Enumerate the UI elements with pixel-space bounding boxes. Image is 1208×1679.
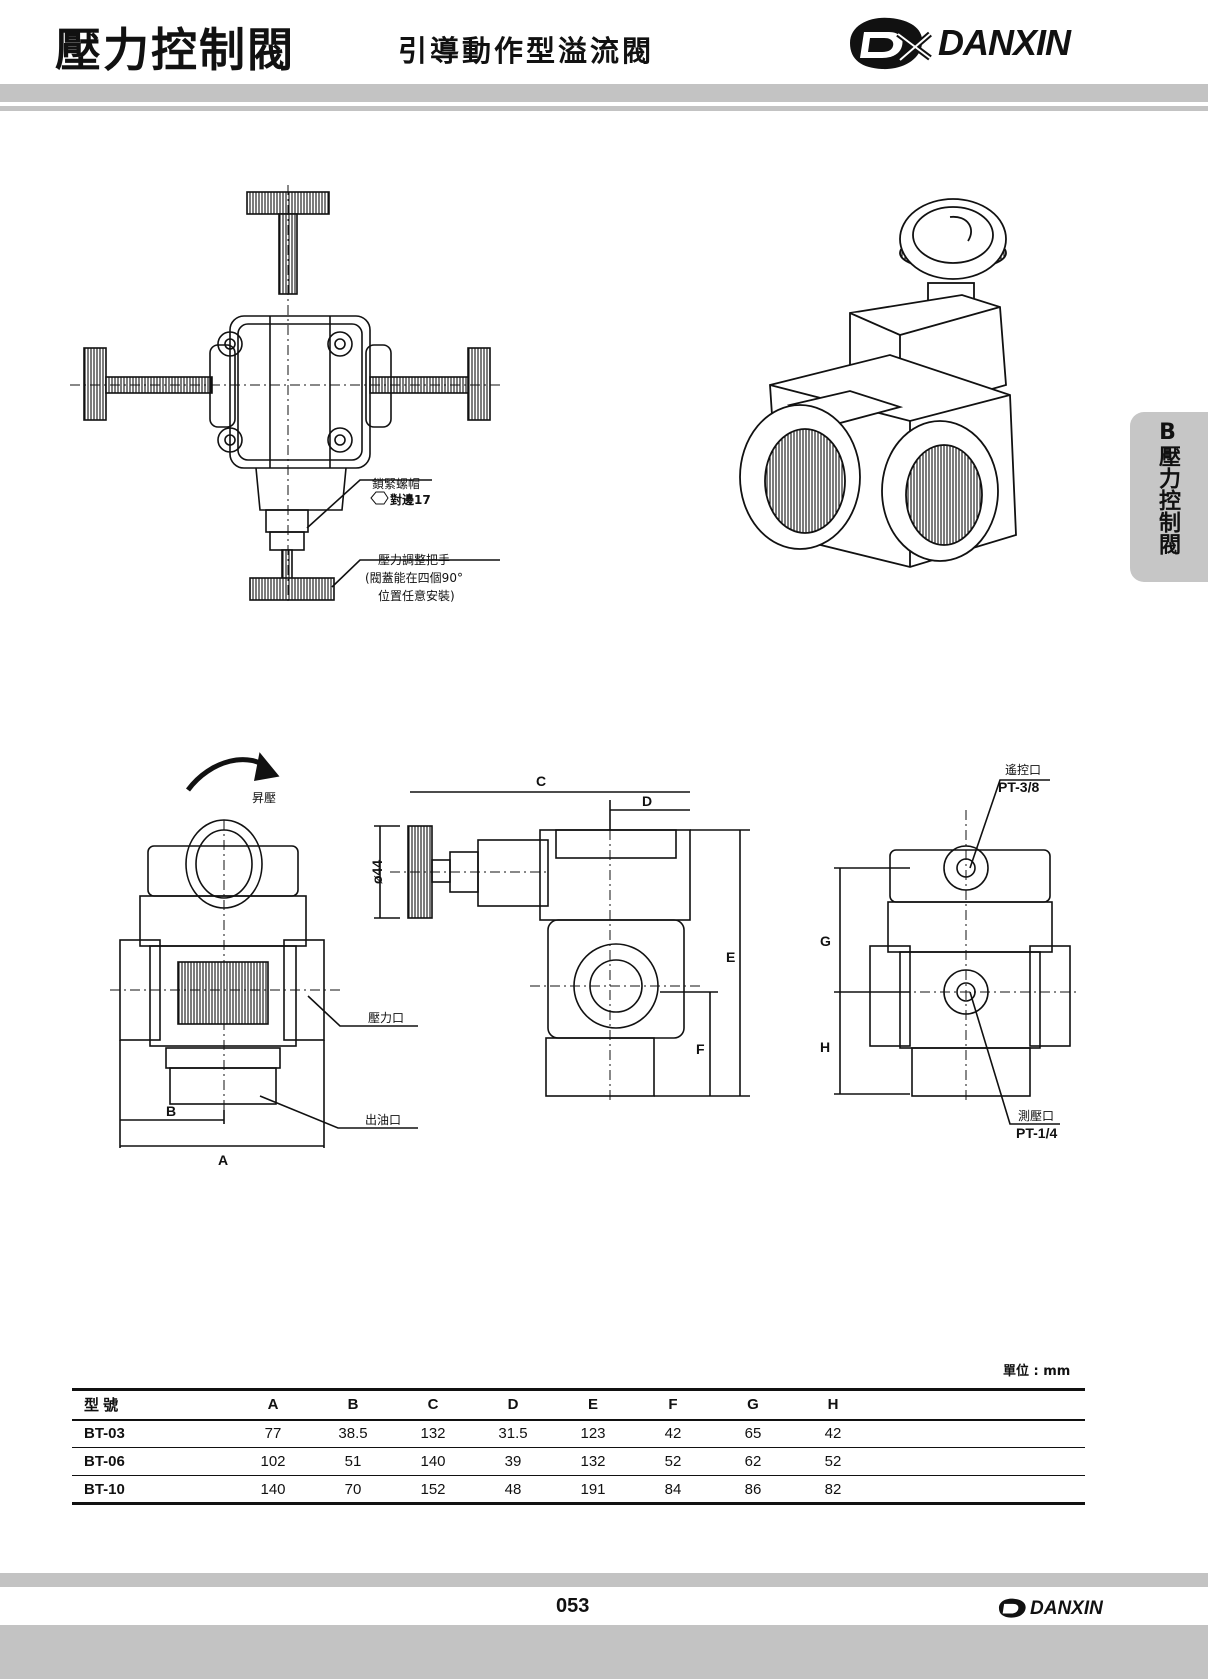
- table-header-cell: G: [747, 1396, 759, 1414]
- isometric-view-drawing: [739, 198, 1017, 568]
- outlet-port-label: 出油口: [365, 1113, 401, 1127]
- footer-logo-mark: [998, 1598, 1026, 1618]
- table-cell: 140: [420, 1453, 446, 1470]
- table-cell: 65: [744, 1425, 762, 1443]
- table-cell: 52: [824, 1453, 842, 1470]
- dimension-table: 型 號 A B C D E F G H BT-03 77 38.5 132 31…: [72, 1388, 1085, 1505]
- remote-port-label: 遙控口: [1005, 763, 1041, 777]
- dim-h-label: H: [820, 1039, 830, 1055]
- page-title: 壓力控制閥: [55, 23, 295, 77]
- unit-label: 單位 : mm: [1003, 1364, 1071, 1379]
- table-row: BT-03 77 38.5 132 31.5 123 42 65 42: [72, 1420, 1085, 1448]
- remote-thread-label: PT-3/8: [998, 779, 1039, 795]
- table-cell: 51: [344, 1453, 362, 1470]
- table-cell: 102: [260, 1453, 286, 1470]
- dim-e-label: E: [726, 949, 735, 965]
- section-tab: [1130, 412, 1208, 582]
- table-cell: 52: [664, 1453, 682, 1470]
- raise-pressure-label: 昇壓: [252, 791, 276, 805]
- table-cell: 38.5: [338, 1425, 368, 1443]
- footer-bottom-band: [0, 1625, 1208, 1679]
- pressure-port-label: 壓力口: [368, 1011, 404, 1025]
- section-tab-label: B壓力控制閥: [1155, 420, 1180, 555]
- table-header-cell: H: [827, 1396, 839, 1414]
- brand-logo-mark: [850, 17, 932, 70]
- table-header-cell: F: [668, 1396, 678, 1414]
- table-cell: 39: [504, 1453, 522, 1470]
- front-view-drawing: 昇壓 壓力口 出油口 B A: [110, 752, 418, 1168]
- table-cell: 86: [744, 1480, 762, 1498]
- table-header-cell: 型 號: [84, 1397, 119, 1415]
- table-row: BT-10 140 70 152 48 191 84 86 82: [72, 1476, 1085, 1504]
- table-cell: BT-06: [84, 1453, 125, 1470]
- table-cell: 191: [580, 1480, 606, 1498]
- handle-label: 壓力調整把手: [378, 552, 450, 567]
- table-header-row: 型 號 A B C D E F G H: [72, 1389, 1085, 1420]
- table-row: BT-06 102 51 140 39 132 52 62 52: [72, 1448, 1085, 1476]
- table-header-cell: E: [587, 1396, 598, 1414]
- dim-a-label: A: [218, 1152, 228, 1168]
- header-rule: [0, 106, 1208, 111]
- top-view-drawing: 鎖緊螺帽 對邊17 壓力調整把手 (閥蓋能在四個90° 位置任意安裝): [70, 185, 500, 605]
- table-cell: BT-03: [84, 1425, 125, 1443]
- dia-label: ø44: [369, 860, 385, 884]
- lock-nut-size: 對邊17: [390, 492, 431, 507]
- header-band: [0, 84, 1208, 102]
- dim-g-label: G: [820, 933, 831, 949]
- table-header-cell: A: [267, 1396, 279, 1414]
- table-cell: 132: [580, 1453, 606, 1470]
- footer-band: [0, 1573, 1208, 1587]
- table-cell: 82: [824, 1480, 842, 1498]
- handle-note-2: 位置任意安裝): [378, 588, 455, 603]
- table-spacer: [873, 1448, 1085, 1476]
- dim-b-label: B: [166, 1103, 176, 1119]
- table-header-cell: C: [427, 1396, 439, 1414]
- page-subtitle: 引導動作型溢流閥: [398, 34, 655, 68]
- handle-note-1: (閥蓋能在四個90°: [365, 571, 463, 585]
- table-cell: 62: [744, 1453, 762, 1470]
- table-cell: 42: [664, 1425, 682, 1443]
- table-cell: 152: [420, 1480, 446, 1498]
- end-view-drawing: 遙控口 PT-3/8 測壓口 PT-1/4 G H: [820, 763, 1080, 1141]
- table-cell: 84: [664, 1480, 682, 1498]
- table-cell: 123: [580, 1425, 606, 1443]
- footer-logo-text: DANXIN: [1030, 1598, 1103, 1619]
- table-cell: BT-10: [84, 1480, 125, 1498]
- table-spacer: [873, 1476, 1085, 1504]
- table-cell: 77: [264, 1425, 282, 1443]
- table-cell: 140: [260, 1480, 286, 1498]
- gauge-thread-label: PT-1/4: [1016, 1125, 1057, 1141]
- table-cell: 42: [824, 1425, 842, 1443]
- table-spacer: [873, 1420, 1085, 1448]
- gauge-port-label: 測壓口: [1018, 1109, 1054, 1123]
- side-view-drawing: C D E F ø44: [369, 773, 750, 1100]
- table-cell: 70: [344, 1480, 362, 1498]
- table-header-spacer: [873, 1390, 1085, 1420]
- table-header-cell: D: [507, 1396, 519, 1414]
- dim-c-label: C: [536, 773, 546, 789]
- table-header-cell: B: [347, 1396, 359, 1414]
- table-cell: 31.5: [498, 1425, 528, 1443]
- dim-d-label: D: [642, 793, 652, 809]
- page-number: 053: [556, 1595, 590, 1617]
- dim-f-label: F: [696, 1041, 705, 1057]
- lock-nut-label: 鎖緊螺帽: [372, 476, 420, 491]
- table-cell: 48: [504, 1480, 522, 1498]
- table-cell: 132: [420, 1425, 446, 1443]
- brand-logo-text: DANXIN: [938, 22, 1071, 63]
